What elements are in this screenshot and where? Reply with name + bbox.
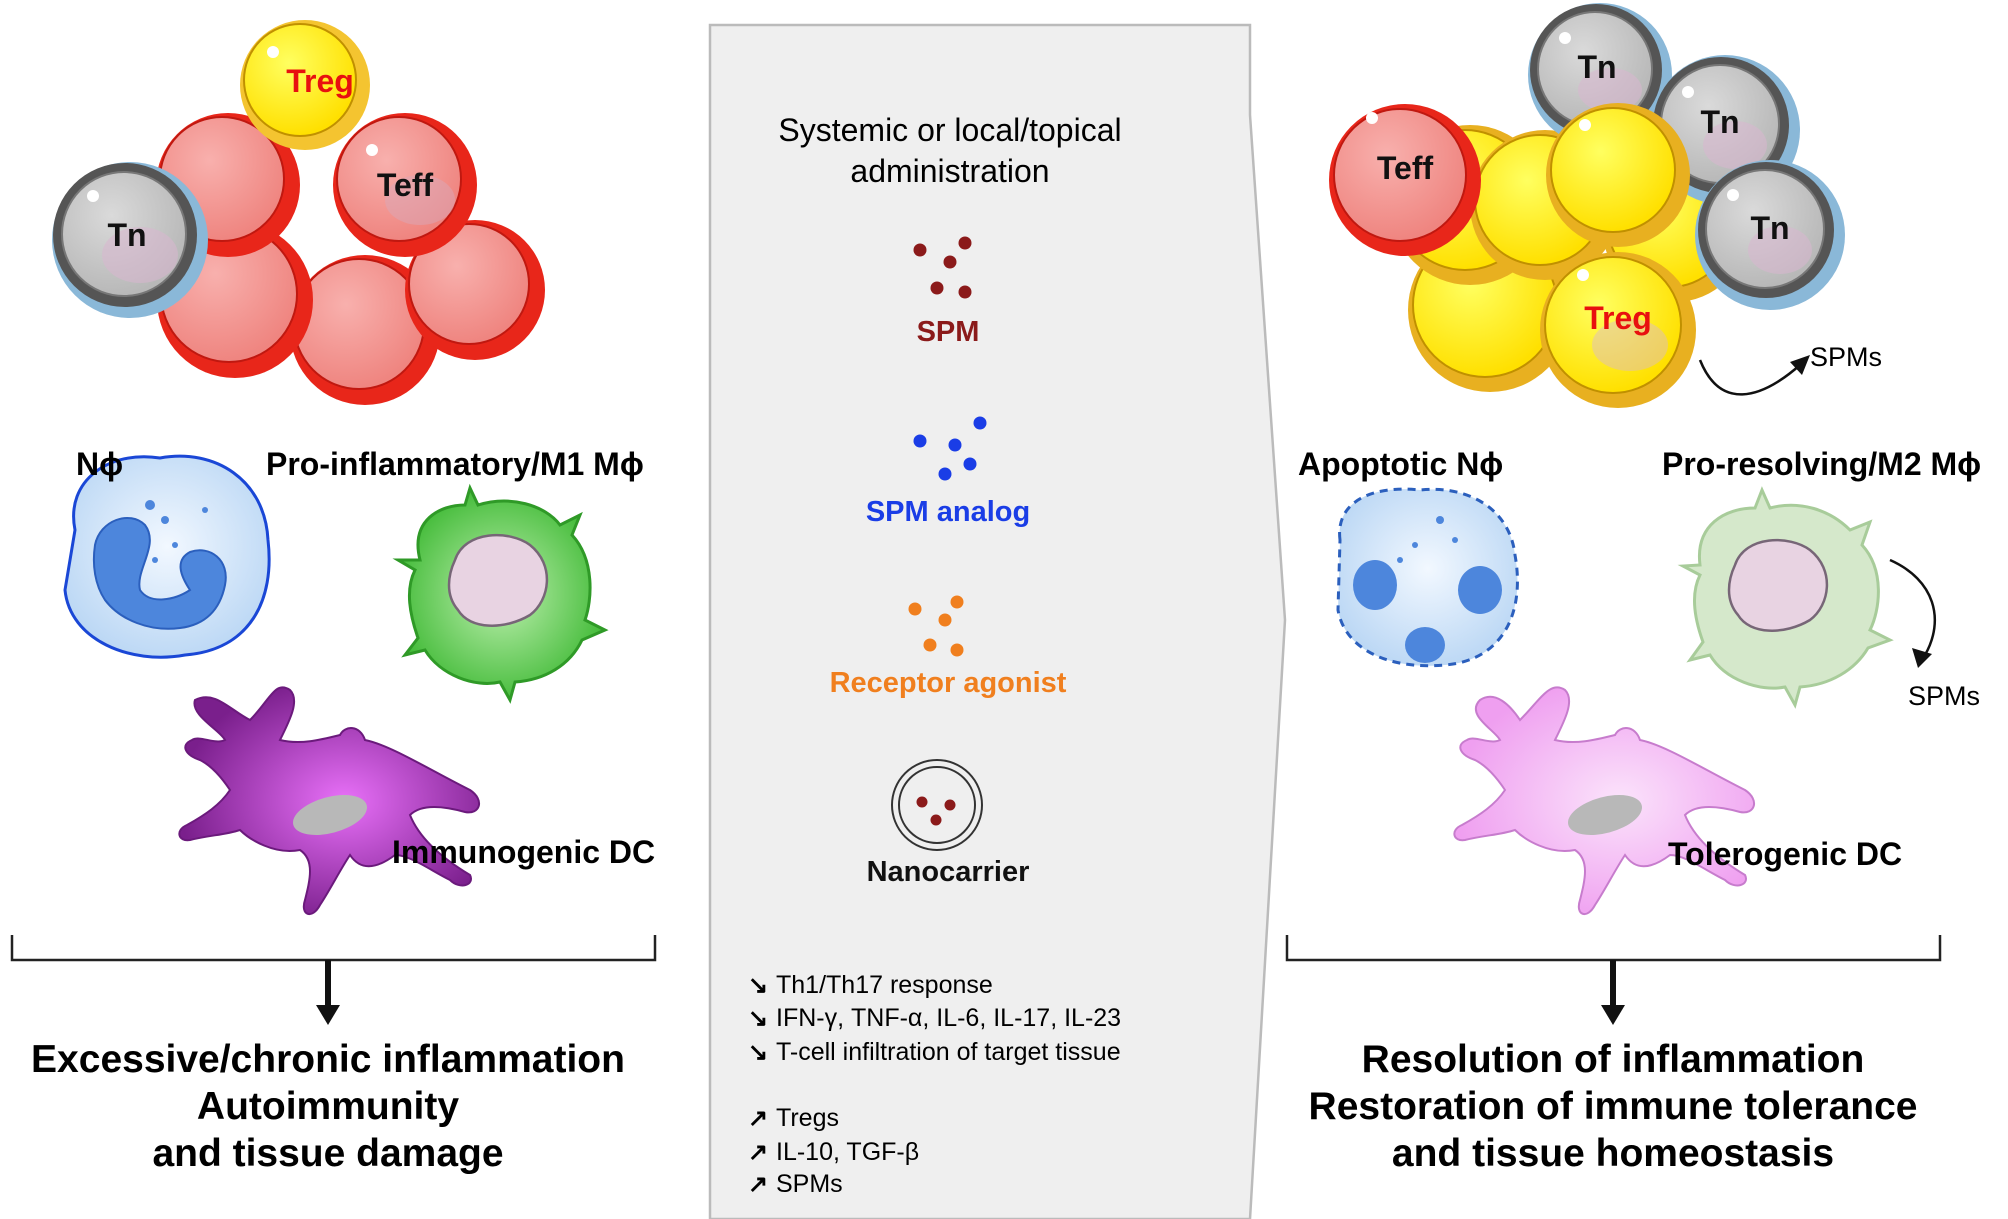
left-immunogenic-dc (178, 686, 480, 915)
left-teff-cell (333, 113, 477, 257)
arrow-down-right-icon: ↘ (748, 1038, 769, 1066)
right-tn-cell (1528, 3, 1672, 147)
right-tn-label: Tn (1750, 210, 1790, 246)
nanocarrier-icon (891, 759, 983, 851)
effect-increase-item: ↗Tregs (748, 1106, 839, 1131)
effect-increase-item: ↗SPMs (748, 1172, 843, 1197)
left-bracket (10, 935, 657, 962)
right-bracket (1285, 935, 1942, 962)
administration-heading-line: Systemic or local/topical (778, 112, 1122, 148)
spms-macrophage-label: SPMs (1908, 681, 1981, 711)
nanocarrier-label: Nanocarrier (866, 856, 1030, 888)
right-tn-label: Tn (1577, 49, 1617, 85)
arrowhead-icon (1790, 355, 1810, 375)
right-teff-cell (1329, 104, 1481, 256)
right-tn-cell (1695, 160, 1845, 310)
arrowhead-icon (1601, 1005, 1625, 1025)
effect-decrease-item: ↘IFN-γ, TNF-α, IL-6, IL-17, IL-23 (748, 1006, 1121, 1031)
right-treg-cell-front (1540, 252, 1696, 408)
left-neutrophil (63, 454, 271, 659)
right-tcell-cluster (1329, 3, 1845, 408)
spm-analog-label: SPM analog (865, 496, 1031, 528)
right-outcome-line: and tissue homeostasis (1391, 1132, 1835, 1175)
effect-text: T-cell infiltration of target tissue (776, 1038, 1121, 1066)
effect-text: SPMs (776, 1170, 843, 1198)
effect-text: Th1/Th17 response (776, 971, 993, 999)
effect-decrease-item: ↘T-cell infiltration of target tissue (748, 1040, 1121, 1065)
left-outcome-line: Autoimmunity (196, 1085, 460, 1128)
left-dc-label: Immunogenic DC (392, 834, 656, 870)
spm-label: SPM (916, 316, 980, 348)
arrow-down-right-icon: ↘ (748, 971, 769, 999)
right-apoptotic-neutrophil (1336, 487, 1519, 668)
effect-increase-item: ↗IL-10, TGF-β (748, 1140, 919, 1165)
right-tn-label: Tn (1700, 104, 1740, 140)
right-outcome-line: Resolution of inflammation (1361, 1038, 1865, 1081)
effect-text: IFN-γ, TNF-α, IL-6, IL-17, IL-23 (776, 1004, 1122, 1032)
left-outcome-line: and tissue damage (152, 1132, 504, 1175)
right-treg-label: Treg (1584, 300, 1652, 336)
arrow-down-right-icon: ↘ (748, 1004, 769, 1032)
left-tn-cell (52, 162, 208, 318)
right-dc-label: Tolerogenic DC (1668, 836, 1903, 872)
left-treg-label: Treg (286, 63, 354, 99)
arrow-up-right-icon: ↗ (748, 1138, 769, 1166)
administration-heading-line: administration (850, 153, 1050, 189)
right-neutrophil-label: Apoptotic Nϕ (1298, 446, 1504, 482)
spms-cluster-arrow (1698, 359, 1801, 396)
arrow-up-right-icon: ↗ (748, 1170, 769, 1198)
treatment-panel (708, 23, 1287, 1219)
arrowhead-icon (1912, 648, 1932, 668)
effect-decrease-item: ↘Th1/Th17 response (748, 973, 993, 998)
effect-text: IL-10, TGF-β (776, 1138, 920, 1166)
right-tolerogenic-dc (1453, 686, 1755, 915)
left-teff-cell (290, 255, 440, 405)
receptor-agonist-dots-icon (908, 595, 964, 657)
right-teff-label: Teff (1376, 150, 1434, 186)
left-teff-cell (405, 220, 545, 360)
right-m2-macrophage (1677, 486, 1937, 709)
left-tcell-cluster (52, 20, 545, 405)
effect-text: Tregs (776, 1104, 839, 1132)
left-neutrophil-label: Nϕ (76, 446, 124, 482)
right-macrophage-label: Pro-resolving/M2 Mϕ (1662, 446, 1982, 482)
receptor-agonist-label: Receptor agonist (829, 667, 1067, 699)
left-outcome: Excessive/chronic inflammation Autoimmun… (0, 1036, 656, 1177)
left-m1-macrophage (392, 483, 609, 704)
left-macrophage-label: Pro-inflammatory/M1 Mϕ (266, 446, 644, 482)
right-outcome: Resolution of inflammation Restoration o… (1268, 1036, 1958, 1177)
right-outcome-line: Restoration of immune tolerance (1308, 1085, 1918, 1128)
right-treg-cell-front (1546, 103, 1690, 247)
left-treg-cell (240, 20, 370, 150)
arrow-up-right-icon: ↗ (748, 1104, 769, 1132)
spm-analog-dots-icon (913, 416, 987, 481)
arrowhead-icon (316, 1005, 340, 1025)
left-outcome-line: Excessive/chronic inflammation (31, 1038, 625, 1081)
administration-heading: Systemic or local/topical administration (710, 110, 1190, 192)
spms-macrophage-arrow (1889, 558, 1937, 656)
left-tn-label: Tn (107, 217, 147, 253)
left-teff-label: Teff (376, 167, 434, 203)
spms-cluster-label: SPMs (1810, 342, 1883, 372)
spm-dots-icon (913, 236, 972, 299)
